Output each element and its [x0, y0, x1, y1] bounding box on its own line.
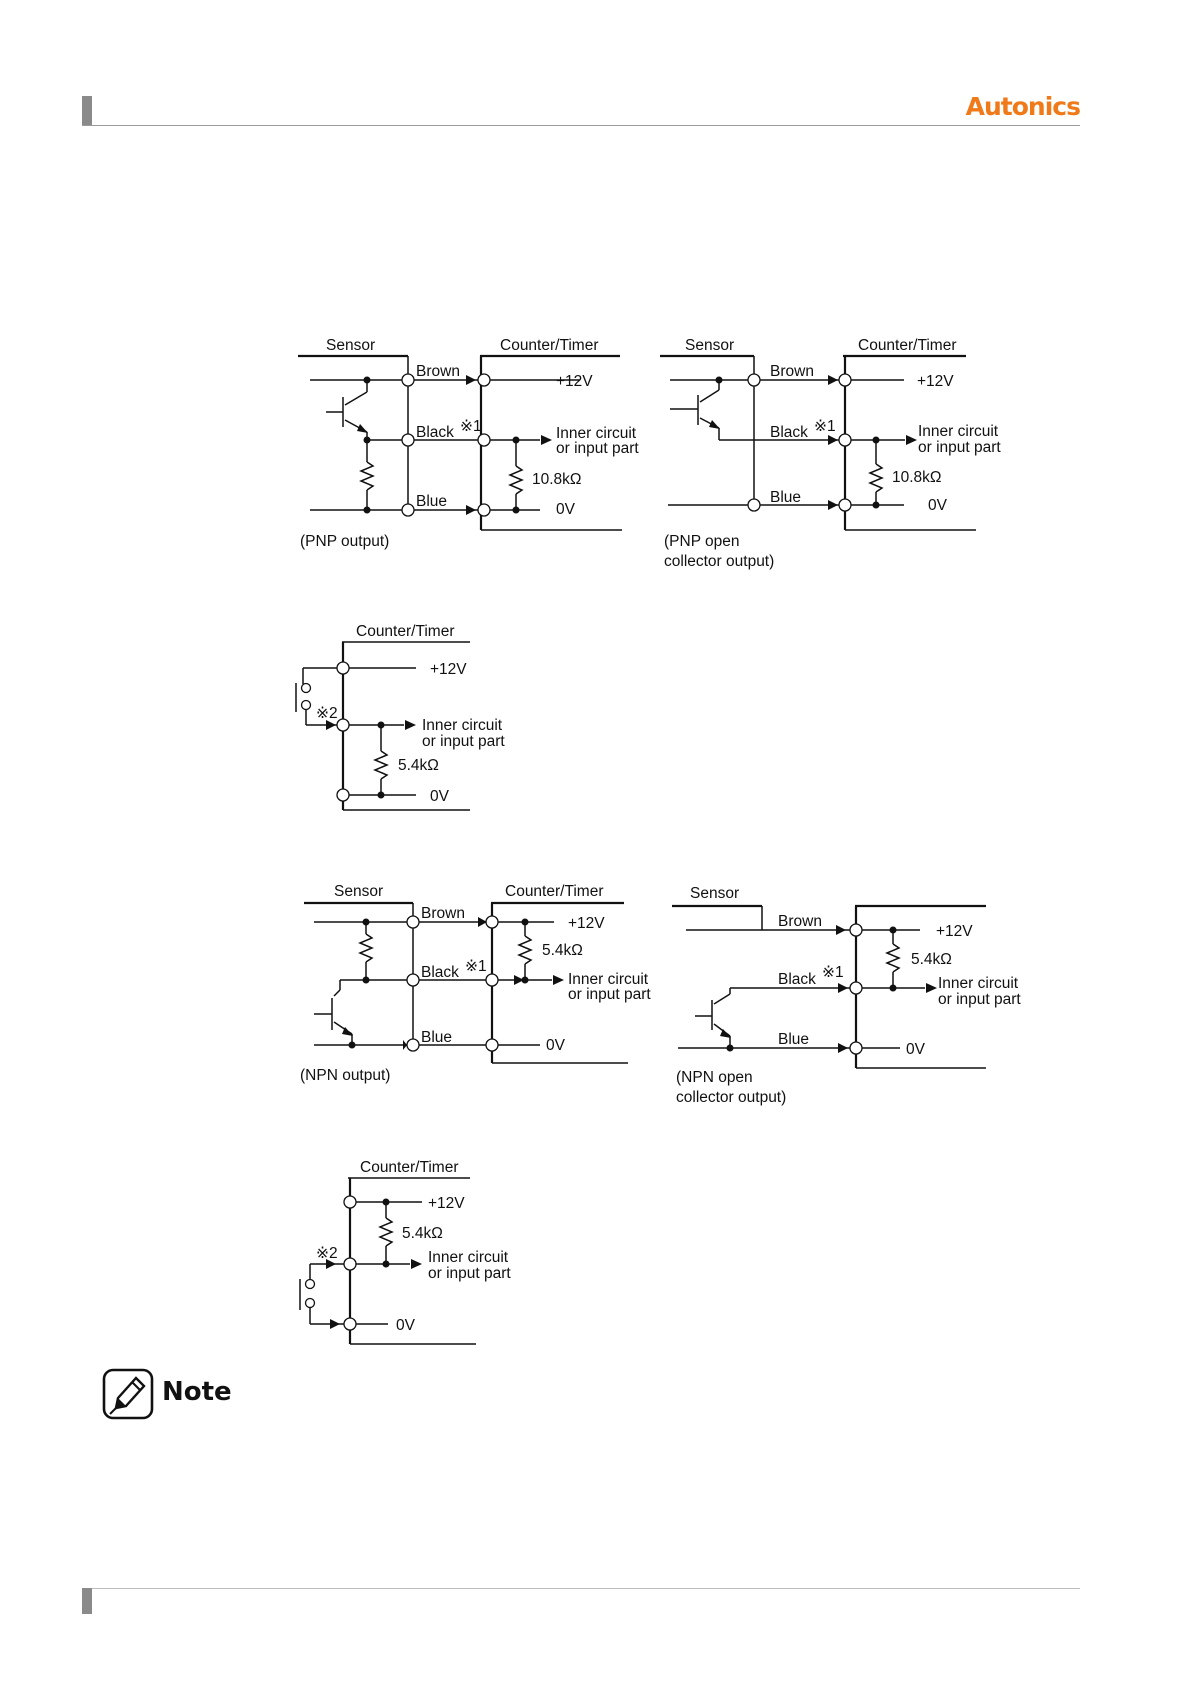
contact-input-pnp-circuit: Counter/Timer +12V ※2 Inner circuit or i… — [295, 623, 505, 811]
v0-label: 0V — [928, 497, 948, 514]
sensor-label: Sensor — [690, 885, 739, 902]
v0-label: 0V — [396, 1317, 416, 1334]
inner-circuit-label: Inner circuit — [556, 425, 637, 442]
footer-rule — [82, 1588, 1080, 1589]
v12-label: +12V — [568, 915, 605, 932]
pnp-open-collector-circuit: Sensor Counter/Timer Brown +12V Black ※1… — [660, 337, 1001, 570]
sensor-label: Sensor — [326, 337, 375, 354]
note-label: Note — [162, 1377, 232, 1407]
pnp-output-circuit: Sensor Counter/Timer Brown +12V Black — [298, 337, 639, 550]
header-rule — [82, 125, 1080, 126]
input-part-label: or input part — [568, 986, 651, 1003]
counter-timer-label: Counter/Timer — [505, 883, 603, 900]
blue-label: Blue — [416, 493, 447, 510]
brand-logo: Autonics — [965, 92, 1081, 121]
npn-output-circuit: Sensor Counter/Timer Brown +12V 5.4kΩ Bl — [300, 883, 651, 1084]
contact-input-npn-circuit: Counter/Timer +12V 5.4kΩ ※2 Inner circui… — [299, 1159, 511, 1345]
mark1-label: ※1 — [822, 964, 844, 981]
sensor-label: Sensor — [685, 337, 734, 354]
v0-label: 0V — [430, 788, 450, 805]
v0-label: 0V — [556, 501, 576, 518]
resistor-value: 5.4kΩ — [402, 1225, 443, 1242]
black-label: Black — [770, 424, 808, 441]
resistor — [359, 461, 375, 491]
black-label: Black — [778, 971, 816, 988]
pencil-note-icon — [102, 1368, 154, 1420]
input-part-label: or input part — [556, 440, 639, 457]
input-part-label: or input part — [422, 733, 505, 750]
resistor-value: 10.8kΩ — [532, 471, 582, 488]
blue-label: Blue — [770, 489, 801, 506]
mark1-label: ※1 — [460, 418, 482, 435]
inner-circuit-label: Inner circuit — [422, 717, 503, 734]
npn-open-collector-circuit: Sensor Brown +12V 5.4kΩ Black ※1 Inner c… — [672, 885, 1021, 1106]
inner-circuit-label: Inner circuit — [428, 1249, 509, 1266]
v12-label: +12V — [430, 661, 467, 678]
footer-bar — [82, 1588, 92, 1614]
blue-label: Blue — [778, 1031, 809, 1048]
resistor-10k8 — [508, 465, 524, 495]
counter-timer-label: Counter/Timer — [360, 1159, 458, 1176]
v12-label: +12V — [428, 1195, 465, 1212]
npn-oc-caption-1: (NPN open — [676, 1069, 753, 1086]
v12-label: +12V — [556, 373, 593, 390]
mark1-label: ※1 — [814, 418, 836, 435]
v0-label: 0V — [546, 1037, 566, 1054]
resistor-value: 5.4kΩ — [398, 757, 439, 774]
v0-label: 0V — [906, 1041, 926, 1058]
mark1-label: ※1 — [465, 958, 487, 975]
input-part-label: or input part — [938, 991, 1021, 1008]
black-label: Black — [421, 964, 459, 981]
inner-circuit-label: Inner circuit — [918, 423, 999, 440]
counter-timer-label: Counter/Timer — [356, 623, 454, 640]
sensor-label: Sensor — [334, 883, 383, 900]
header-bar — [82, 96, 92, 125]
inner-circuit-label: Inner circuit — [568, 971, 649, 988]
inner-circuit-label: Inner circuit — [938, 975, 1019, 992]
v12-label: +12V — [936, 923, 973, 940]
brown-label: Brown — [416, 363, 460, 380]
blue-label: Blue — [421, 1029, 452, 1046]
v12-label: +12V — [917, 373, 954, 390]
resistor-value: 10.8kΩ — [892, 469, 942, 486]
black-label: Black — [416, 424, 454, 441]
counter-timer-label: Counter/Timer — [858, 337, 956, 354]
resistor-value: 5.4kΩ — [911, 951, 952, 968]
pnp-oc-caption-1: (PNP open — [664, 533, 740, 550]
mark2-label: ※2 — [316, 1245, 338, 1262]
mark2-label: ※2 — [316, 705, 338, 722]
input-part-label: or input part — [918, 439, 1001, 456]
counter-timer-label: Counter/Timer — [500, 337, 598, 354]
brown-label: Brown — [778, 913, 822, 930]
npn-oc-caption-2: collector output) — [676, 1089, 786, 1106]
input-part-label: or input part — [428, 1265, 511, 1282]
brown-label: Brown — [421, 905, 465, 922]
brown-label: Brown — [770, 363, 814, 380]
pnp-caption: (PNP output) — [300, 533, 389, 550]
resistor-value: 5.4kΩ — [542, 942, 583, 959]
npn-caption: (NPN output) — [300, 1067, 390, 1084]
pnp-oc-caption-2: collector output) — [664, 553, 774, 570]
